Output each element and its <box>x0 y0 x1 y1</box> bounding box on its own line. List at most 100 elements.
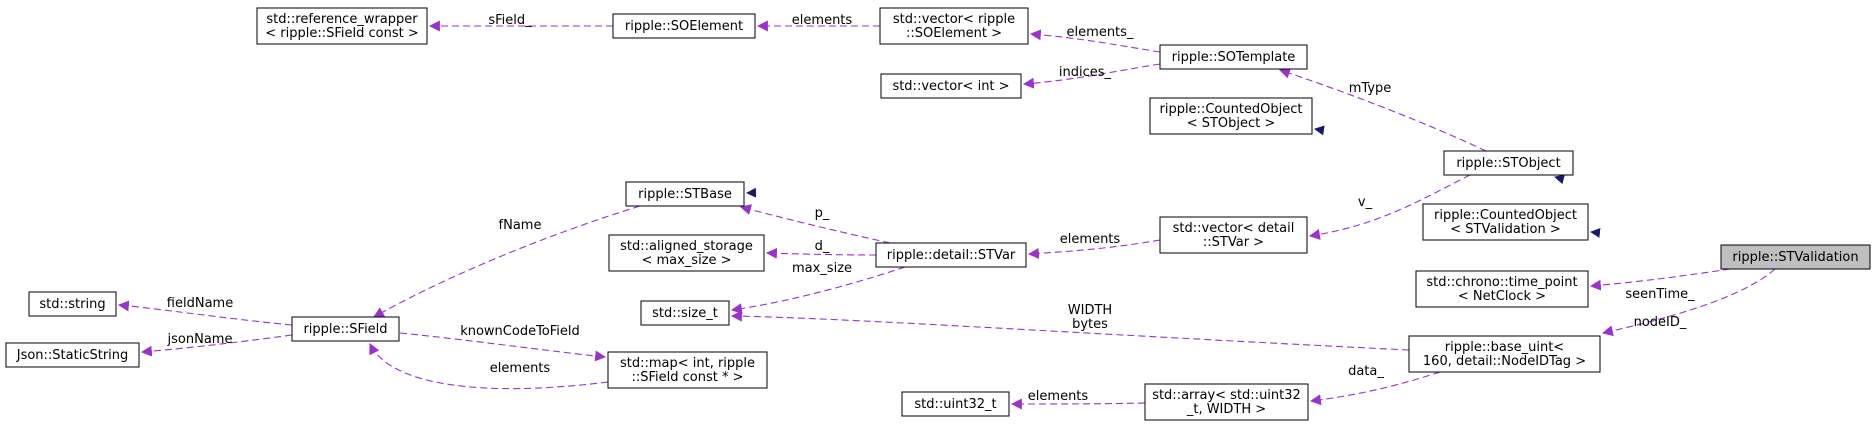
node-label: ::STVar > <box>1203 235 1264 250</box>
edge-sfield-to-map <box>399 332 607 362</box>
node-base-uint[interactable]: ripple::base_uint< 160, detail::NodeIDTa… <box>1408 335 1601 373</box>
edge-path <box>1022 63 1161 89</box>
node-stvalidation[interactable]: ripple::STValidation <box>1720 244 1871 270</box>
node-label: < STObject > <box>1187 116 1276 131</box>
edge-path <box>1308 174 1471 240</box>
edge-path <box>1029 29 1161 53</box>
node-array[interactable]: std::array< std::uint32_t, WIDTH > <box>1144 383 1309 421</box>
edge-stvar-to-stbase <box>739 204 891 244</box>
node-counted-stvalidation[interactable]: ripple::CountedObject< STValidation > <box>1422 203 1589 241</box>
edge-label: indices_ <box>1059 65 1112 80</box>
node-label: std::reference_wrapper <box>266 12 418 27</box>
edge-path <box>1589 268 1731 291</box>
node-refwrap[interactable]: std::reference_wrapper< ripple::SField c… <box>256 7 428 45</box>
edge-path <box>1314 125 1325 136</box>
edge-path <box>1601 268 1776 337</box>
edge-label: v_ <box>1358 195 1373 210</box>
node-stobject[interactable]: ripple::STObject <box>1443 150 1574 176</box>
node-aligned-storage[interactable]: std::aligned_storage< max_size > <box>608 234 765 272</box>
node-map[interactable]: std::map< int, ripple::SField const * > <box>607 351 768 389</box>
node-box <box>1149 97 1313 135</box>
node-box <box>880 73 1022 99</box>
node-box <box>901 391 1010 417</box>
node-label: ::SOElement > <box>906 26 1002 41</box>
edge-path <box>373 205 641 318</box>
edge-sotemplate-to-vec_soelement <box>1029 29 1161 53</box>
edge-label: seenTime_ <box>1625 287 1695 302</box>
node-box <box>1144 383 1309 421</box>
node-label: ripple::CountedObject <box>1159 102 1302 117</box>
node-label: < STValidation > <box>1450 222 1560 237</box>
node-size-t[interactable]: std::size_t <box>640 300 730 326</box>
node-std-string[interactable]: std::string <box>28 291 117 317</box>
node-label: ripple::STObject <box>1456 156 1560 171</box>
node-label: std::chrono::time_point <box>1426 275 1577 290</box>
node-box <box>612 13 756 39</box>
node-uint32[interactable]: std::uint32_t <box>901 391 1010 417</box>
edge-stvalidation-to-base_uint <box>1601 268 1776 337</box>
nodes-layer: std::reference_wrapper< ripple::SField c… <box>5 7 1871 421</box>
node-vec-soelement[interactable]: std::vector< ripple::SOElement > <box>879 7 1029 45</box>
node-label: std::array< std::uint32 <box>1152 388 1301 403</box>
edge-base_uint-to-size_t <box>730 310 1410 351</box>
node-label: std::uint32_t <box>914 397 996 412</box>
node-label: ripple::STBase <box>638 187 732 202</box>
node-sotemplate[interactable]: ripple::SOTemplate <box>1159 44 1308 70</box>
node-box <box>1422 203 1589 241</box>
edge-path <box>746 187 757 198</box>
node-label: ::SField const * > <box>631 370 743 385</box>
edge-label: elements <box>1060 232 1121 247</box>
edge-path <box>730 266 906 315</box>
edge-label: mType <box>1349 81 1392 96</box>
node-label: ripple::SOTemplate <box>1172 50 1296 65</box>
node-box <box>608 234 765 272</box>
node-box <box>640 300 730 326</box>
edge-map-to-sfield <box>369 343 609 390</box>
node-label: ripple::CountedObject <box>1434 208 1577 223</box>
edge-stvalidation-to-counted_stvalidation <box>1590 227 1601 238</box>
node-box <box>1720 244 1871 270</box>
node-label: std::aligned_storage <box>620 239 753 254</box>
edge-label: elements <box>792 13 853 28</box>
node-label: ripple::SField <box>303 322 387 337</box>
edge-labels-layer: sField_elementselements_indices_mTypev_e… <box>167 13 1696 404</box>
node-label: _t, WIDTH > <box>1186 402 1266 417</box>
node-sfield[interactable]: ripple::SField <box>291 316 400 342</box>
node-box <box>1159 216 1308 254</box>
node-soelement[interactable]: ripple::SOElement <box>612 13 756 39</box>
node-box <box>1415 270 1589 308</box>
node-box <box>1443 150 1574 176</box>
edge-vec_stvar-to-stvar <box>1027 239 1161 259</box>
node-box <box>1408 335 1601 373</box>
node-label: std::vector< int > <box>892 79 1009 94</box>
node-box <box>28 291 117 317</box>
edge-path <box>739 204 891 244</box>
node-label: < NetClock > <box>1458 289 1546 304</box>
edge-sfield-to-std_string <box>117 300 293 326</box>
node-vec-stvar[interactable]: std::vector< detail::STVar > <box>1159 216 1308 254</box>
edge-path <box>1309 371 1441 406</box>
node-label: Json::StaticString <box>16 348 129 363</box>
node-label: < max_size > <box>641 253 731 268</box>
node-label: std::map< int, ripple <box>620 356 755 371</box>
node-label: std::size_t <box>652 306 718 321</box>
edge-path <box>369 343 609 390</box>
node-label: ripple::base_uint< <box>1445 340 1564 355</box>
node-vec-int[interactable]: std::vector< int > <box>880 73 1022 99</box>
edge-path <box>1027 239 1161 259</box>
edge-label: p_ <box>815 206 830 221</box>
node-counted-stobject[interactable]: ripple::CountedObject< STObject > <box>1149 97 1313 135</box>
node-box <box>879 7 1029 45</box>
edge-path <box>1278 67 1487 152</box>
edge-stbase-to-sfield <box>373 205 641 318</box>
node-stbase[interactable]: ripple::STBase <box>625 181 745 207</box>
edge-label: jsonName <box>167 332 233 347</box>
node-static-string[interactable]: Json::StaticString <box>5 342 140 368</box>
edge-array-to-uint32 <box>1010 398 1146 410</box>
edge-sotemplate-to-vec_int <box>1022 63 1161 89</box>
node-stvar[interactable]: ripple::detail::STVar <box>875 242 1027 268</box>
node-time-point[interactable]: std::chrono::time_point< NetClock > <box>1415 270 1589 308</box>
node-box <box>875 242 1027 268</box>
node-box <box>625 181 745 207</box>
